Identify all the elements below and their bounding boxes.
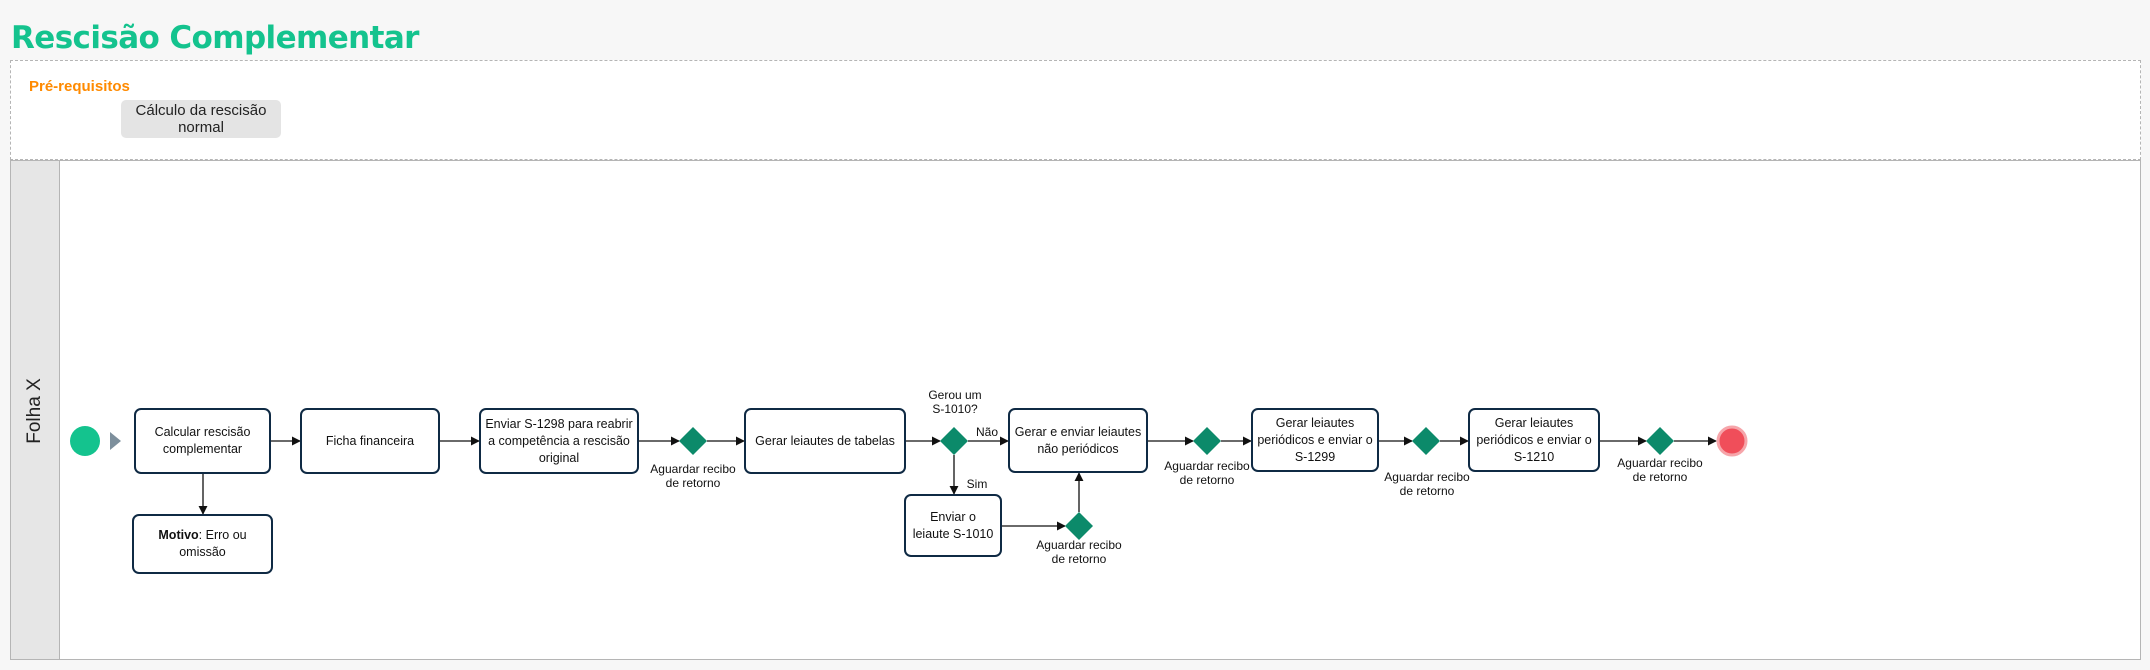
prerequisites-label: Pré-requisitos <box>29 78 130 95</box>
label-sim: Sim <box>966 477 988 491</box>
motivo-label: Motivo <box>158 528 199 542</box>
gateway-aguardar-4 <box>1412 427 1440 455</box>
gateway-aguardar-1 <box>679 427 707 455</box>
task-motivo: Motivo: Erro ou omissão <box>132 514 273 574</box>
label-nao: Não <box>975 425 998 439</box>
lane-header: Folha X <box>11 161 60 659</box>
label-aguardar-2: Aguardar recibo de retorno <box>1036 538 1122 566</box>
label-aguardar-4: Aguardar recibo de retorno <box>1384 470 1470 498</box>
gateway-question <box>940 427 968 455</box>
page-title: Rescisão Complementar <box>11 20 419 56</box>
gateway-aguardar-3 <box>1193 427 1221 455</box>
gateway-aguardar-5 <box>1646 427 1674 455</box>
task-enviar-s1010: Enviar o leiaute S-1010 <box>904 494 1002 557</box>
motivo-value: : Erro ou omissão <box>179 528 247 559</box>
task-nao-periodicos: Gerar e enviar leiautes não periódicos <box>1008 408 1148 473</box>
task-enviar-s1298: Enviar S-1298 para reabrir a competência… <box>479 408 639 474</box>
prerequisites-section: Pré-requisitos Cálculo da rescisão norma… <box>10 60 2141 160</box>
label-aguardar-5: Aguardar recibo de retorno <box>1617 456 1703 484</box>
start-event <box>70 426 100 456</box>
label-aguardar-3: Aguardar recibo de retorno <box>1164 459 1250 487</box>
task-gerar-s1210: Gerar leiautes periódicos e enviar o S-1… <box>1468 408 1600 472</box>
task-ficha-financeira: Ficha financeira <box>300 408 440 474</box>
label-aguardar-1: Aguardar recibo de retorno <box>650 462 736 490</box>
start-arrow-icon <box>110 432 121 450</box>
task-gerar-s1299: Gerar leiautes periódicos e enviar o S-1… <box>1251 408 1379 472</box>
end-event <box>1716 425 1748 457</box>
task-calcular-rescisao: Calcular rescisão complementar <box>134 408 271 474</box>
prerequisite-item: Cálculo da rescisão normal <box>121 100 281 138</box>
label-question: Gerou um S-1010? <box>928 388 982 416</box>
task-gerar-tabelas: Gerar leiautes de tabelas <box>744 408 906 474</box>
gateway-aguardar-2 <box>1065 512 1093 540</box>
